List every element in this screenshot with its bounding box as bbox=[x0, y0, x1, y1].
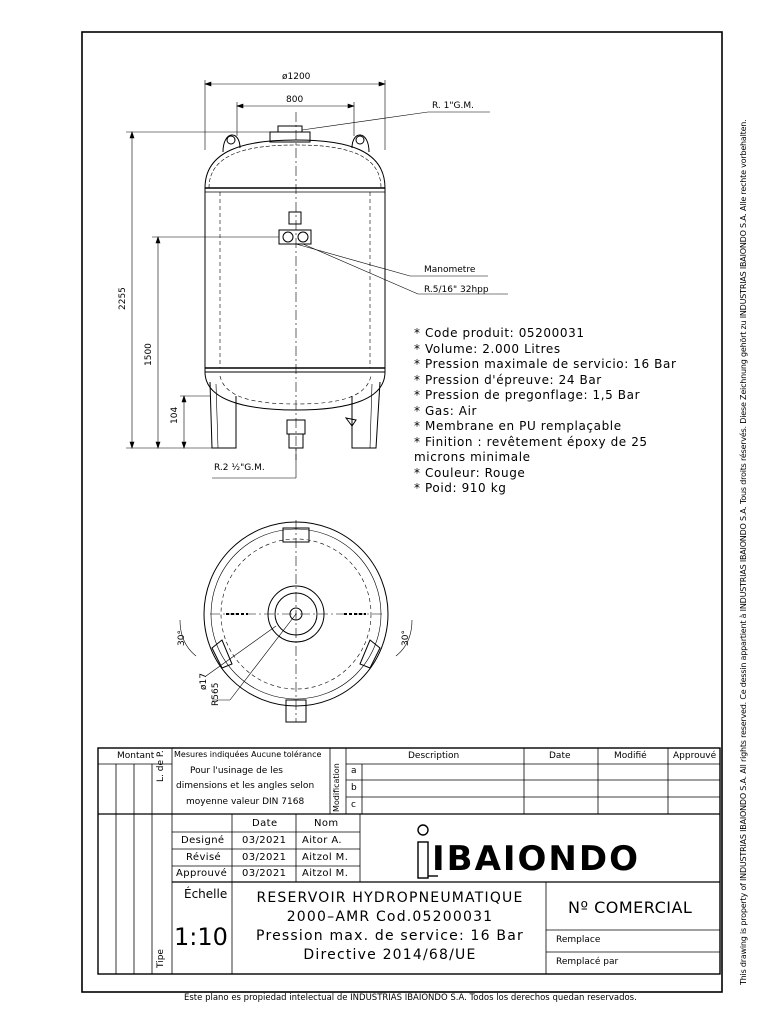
tolerance-line: moyenne valeur DIN 7168 bbox=[186, 797, 305, 807]
tank-elevation bbox=[204, 112, 386, 460]
title-line: RESERVOIR HYDROPNEUMATIQUE bbox=[256, 890, 524, 906]
rev-letter: c bbox=[351, 800, 356, 810]
spec-line: * Pression d'épreuve: 24 Bar bbox=[414, 372, 602, 387]
role-label: Révisé bbox=[186, 852, 222, 863]
spec-line: * Poid: 910 kg bbox=[414, 481, 507, 495]
tolerance-line: Mesures indiquées Aucune tolérance bbox=[174, 750, 322, 759]
label-bottom-connection: R.2 ½"G.M. bbox=[214, 463, 265, 473]
rev-letter: b bbox=[351, 783, 357, 793]
description-header: Description bbox=[408, 751, 460, 761]
spec-line: * Finition : revêtement époxy de 25 bbox=[414, 434, 648, 449]
tolerance-line: dimensions et les angles selon bbox=[176, 781, 315, 791]
tipe-label: Tipe bbox=[156, 949, 166, 968]
role-name: Aitzol M. bbox=[302, 852, 349, 863]
spec-list: * Code produit: 05200031 * Volume: 2.000… bbox=[414, 327, 677, 498]
spec-line: * Volume: 2.000 Litres bbox=[414, 341, 561, 356]
nom-column-label: Nom bbox=[314, 818, 339, 829]
plan-dimensions bbox=[179, 613, 413, 701]
label-top-connection: R. 1"G.M. bbox=[432, 101, 474, 111]
dim-leg-spacing: 800 bbox=[286, 95, 304, 105]
title-line: Pression max. de service: 16 Bar bbox=[256, 928, 524, 944]
rev-letter: a bbox=[351, 766, 357, 776]
remplace-label: Remplace bbox=[556, 935, 601, 945]
spec-line: * Gas: Air bbox=[414, 403, 478, 418]
logo-mark bbox=[417, 824, 438, 879]
tolerance-line: Pour l'usinage de les bbox=[190, 766, 283, 776]
spec-line: * Code produit: 05200031 bbox=[414, 326, 585, 340]
title-line: Directive 2014/68/UE bbox=[303, 947, 477, 963]
modification-label: Modification bbox=[332, 763, 341, 812]
role-label: Designé bbox=[181, 835, 225, 846]
role-label: Approuvé bbox=[176, 868, 228, 879]
role-date: 03/2021 bbox=[242, 835, 287, 846]
outer-frame bbox=[81, 31, 723, 993]
spec-line: * Membrane en PU remplaçable bbox=[414, 419, 622, 433]
l-de-p-label: L. de P. bbox=[156, 750, 166, 782]
company-name: IBAIONDO bbox=[432, 839, 641, 879]
montant-label: Montant bbox=[117, 751, 155, 761]
elevation-dimensions bbox=[126, 80, 508, 479]
title-line: 2000–AMR Cod.05200031 bbox=[286, 909, 494, 925]
side-copyright-notice: This drawing is property of INDUSTRIAS I… bbox=[739, 119, 748, 985]
date-header: Date bbox=[549, 751, 571, 761]
role-date: 03/2021 bbox=[242, 868, 287, 879]
footer-notice: Este plano es propiedad intelectual de I… bbox=[184, 993, 637, 1003]
modifie-header: Modifié bbox=[614, 751, 647, 761]
role-date: 03/2021 bbox=[242, 852, 287, 863]
spec-line: * Pression de pregonflage: 1,5 Bar bbox=[414, 388, 641, 402]
commercial-number-label: Nº COMERCIAL bbox=[568, 898, 693, 917]
label-gauge-connection: R.5/16" 32hpp bbox=[424, 285, 489, 295]
company-logo: IBAIONDO bbox=[410, 820, 700, 880]
spec-line: * Pression maximale de servicio: 16 Bar bbox=[414, 357, 677, 371]
approuve-header: Approuvé bbox=[673, 751, 717, 761]
spec-line: microns minimale bbox=[414, 450, 531, 464]
role-name: Aitzol M. bbox=[302, 868, 349, 879]
scale-value: 1:10 bbox=[174, 923, 228, 951]
spec-line: * Couleur: Rouge bbox=[414, 465, 526, 480]
role-name: Aitor A. bbox=[302, 835, 342, 846]
remplace-par-label: Remplacé par bbox=[556, 957, 619, 967]
dim-overall-diameter: ø1200 bbox=[282, 72, 311, 82]
date-column-label: Date bbox=[252, 818, 278, 829]
scale-label: Échelle bbox=[184, 887, 228, 901]
label-manometer: Manometre bbox=[424, 265, 476, 275]
